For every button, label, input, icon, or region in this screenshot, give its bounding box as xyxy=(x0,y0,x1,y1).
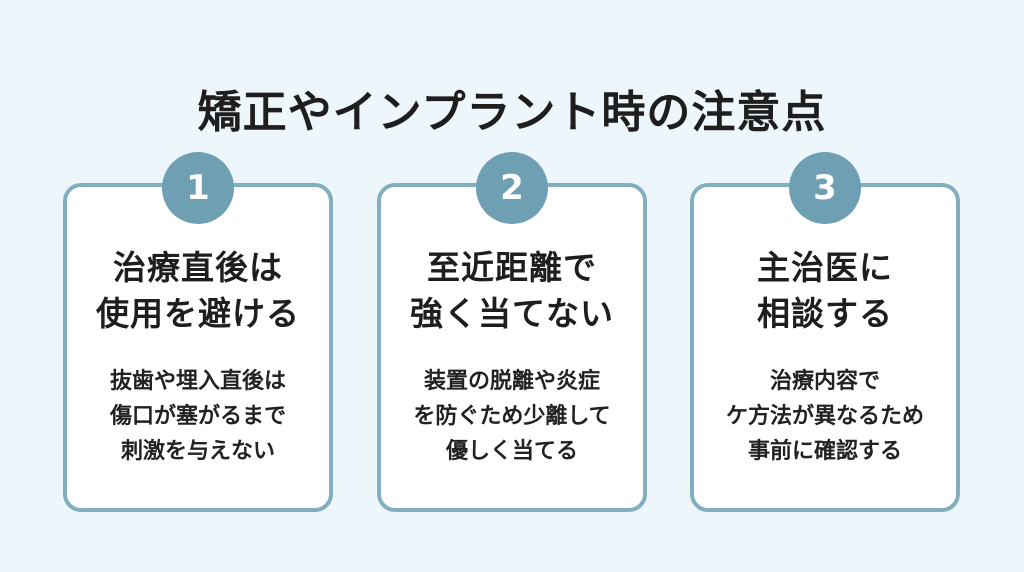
caution-card-1: 1 治療直後は 使用を避ける 抜歯や埋入直後は 傷口が塞がるまで 刺激を与えない xyxy=(63,152,333,512)
card-heading-line: 使用を避ける xyxy=(96,294,300,333)
caution-card-2: 2 至近距離で 強く当てない 装置の脱離や炎症 を防ぐため少離して 優しく当てる xyxy=(377,152,647,512)
page-title: 矯正やインプラント時の注意点 xyxy=(197,87,827,139)
card-heading: 治療直後は 使用を避ける xyxy=(67,245,329,337)
card-description-line: 優しく当てる xyxy=(445,439,578,464)
card-description: 治療内容で ケ方法が異なるため 事前に確認する xyxy=(694,364,956,469)
card-description-line: 傷口が塞がるまで xyxy=(109,404,286,429)
card-description-line: 治療内容で xyxy=(769,369,880,394)
card-description-line: 装置の脱離や炎症 xyxy=(423,369,600,394)
step-number-badge: 3 xyxy=(789,152,861,224)
card-description-line: 抜歯や埋入直後は xyxy=(109,369,286,394)
step-number-badge: 2 xyxy=(476,152,548,224)
card-description: 抜歯や埋入直後は 傷口が塞がるまで 刺激を与えない xyxy=(67,364,329,469)
caution-card-3: 3 主治医に 相談する 治療内容で ケ方法が異なるため 事前に確認する xyxy=(690,152,960,512)
card-description-line: を防ぐため少離して xyxy=(413,404,611,429)
card-heading: 主治医に 相談する xyxy=(694,245,956,337)
card-description-line: ケ方法が異なるため xyxy=(725,404,924,429)
card-heading-line: 至近距離で xyxy=(427,248,597,287)
card-description-line: 事前に確認する xyxy=(747,439,902,464)
card-heading: 至近距離で 強く当てない xyxy=(381,245,643,337)
card-heading-line: 治療直後は xyxy=(113,248,283,287)
card-heading-line: 主治医に xyxy=(757,248,893,287)
card-description-line: 刺激を与えない xyxy=(120,439,275,464)
step-number-badge: 1 xyxy=(162,152,234,224)
card-heading-line: 強く当てない xyxy=(410,294,614,333)
card-description: 装置の脱離や炎症 を防ぐため少離して 優しく当てる xyxy=(381,364,643,469)
card-heading-line: 相談する xyxy=(757,294,893,333)
